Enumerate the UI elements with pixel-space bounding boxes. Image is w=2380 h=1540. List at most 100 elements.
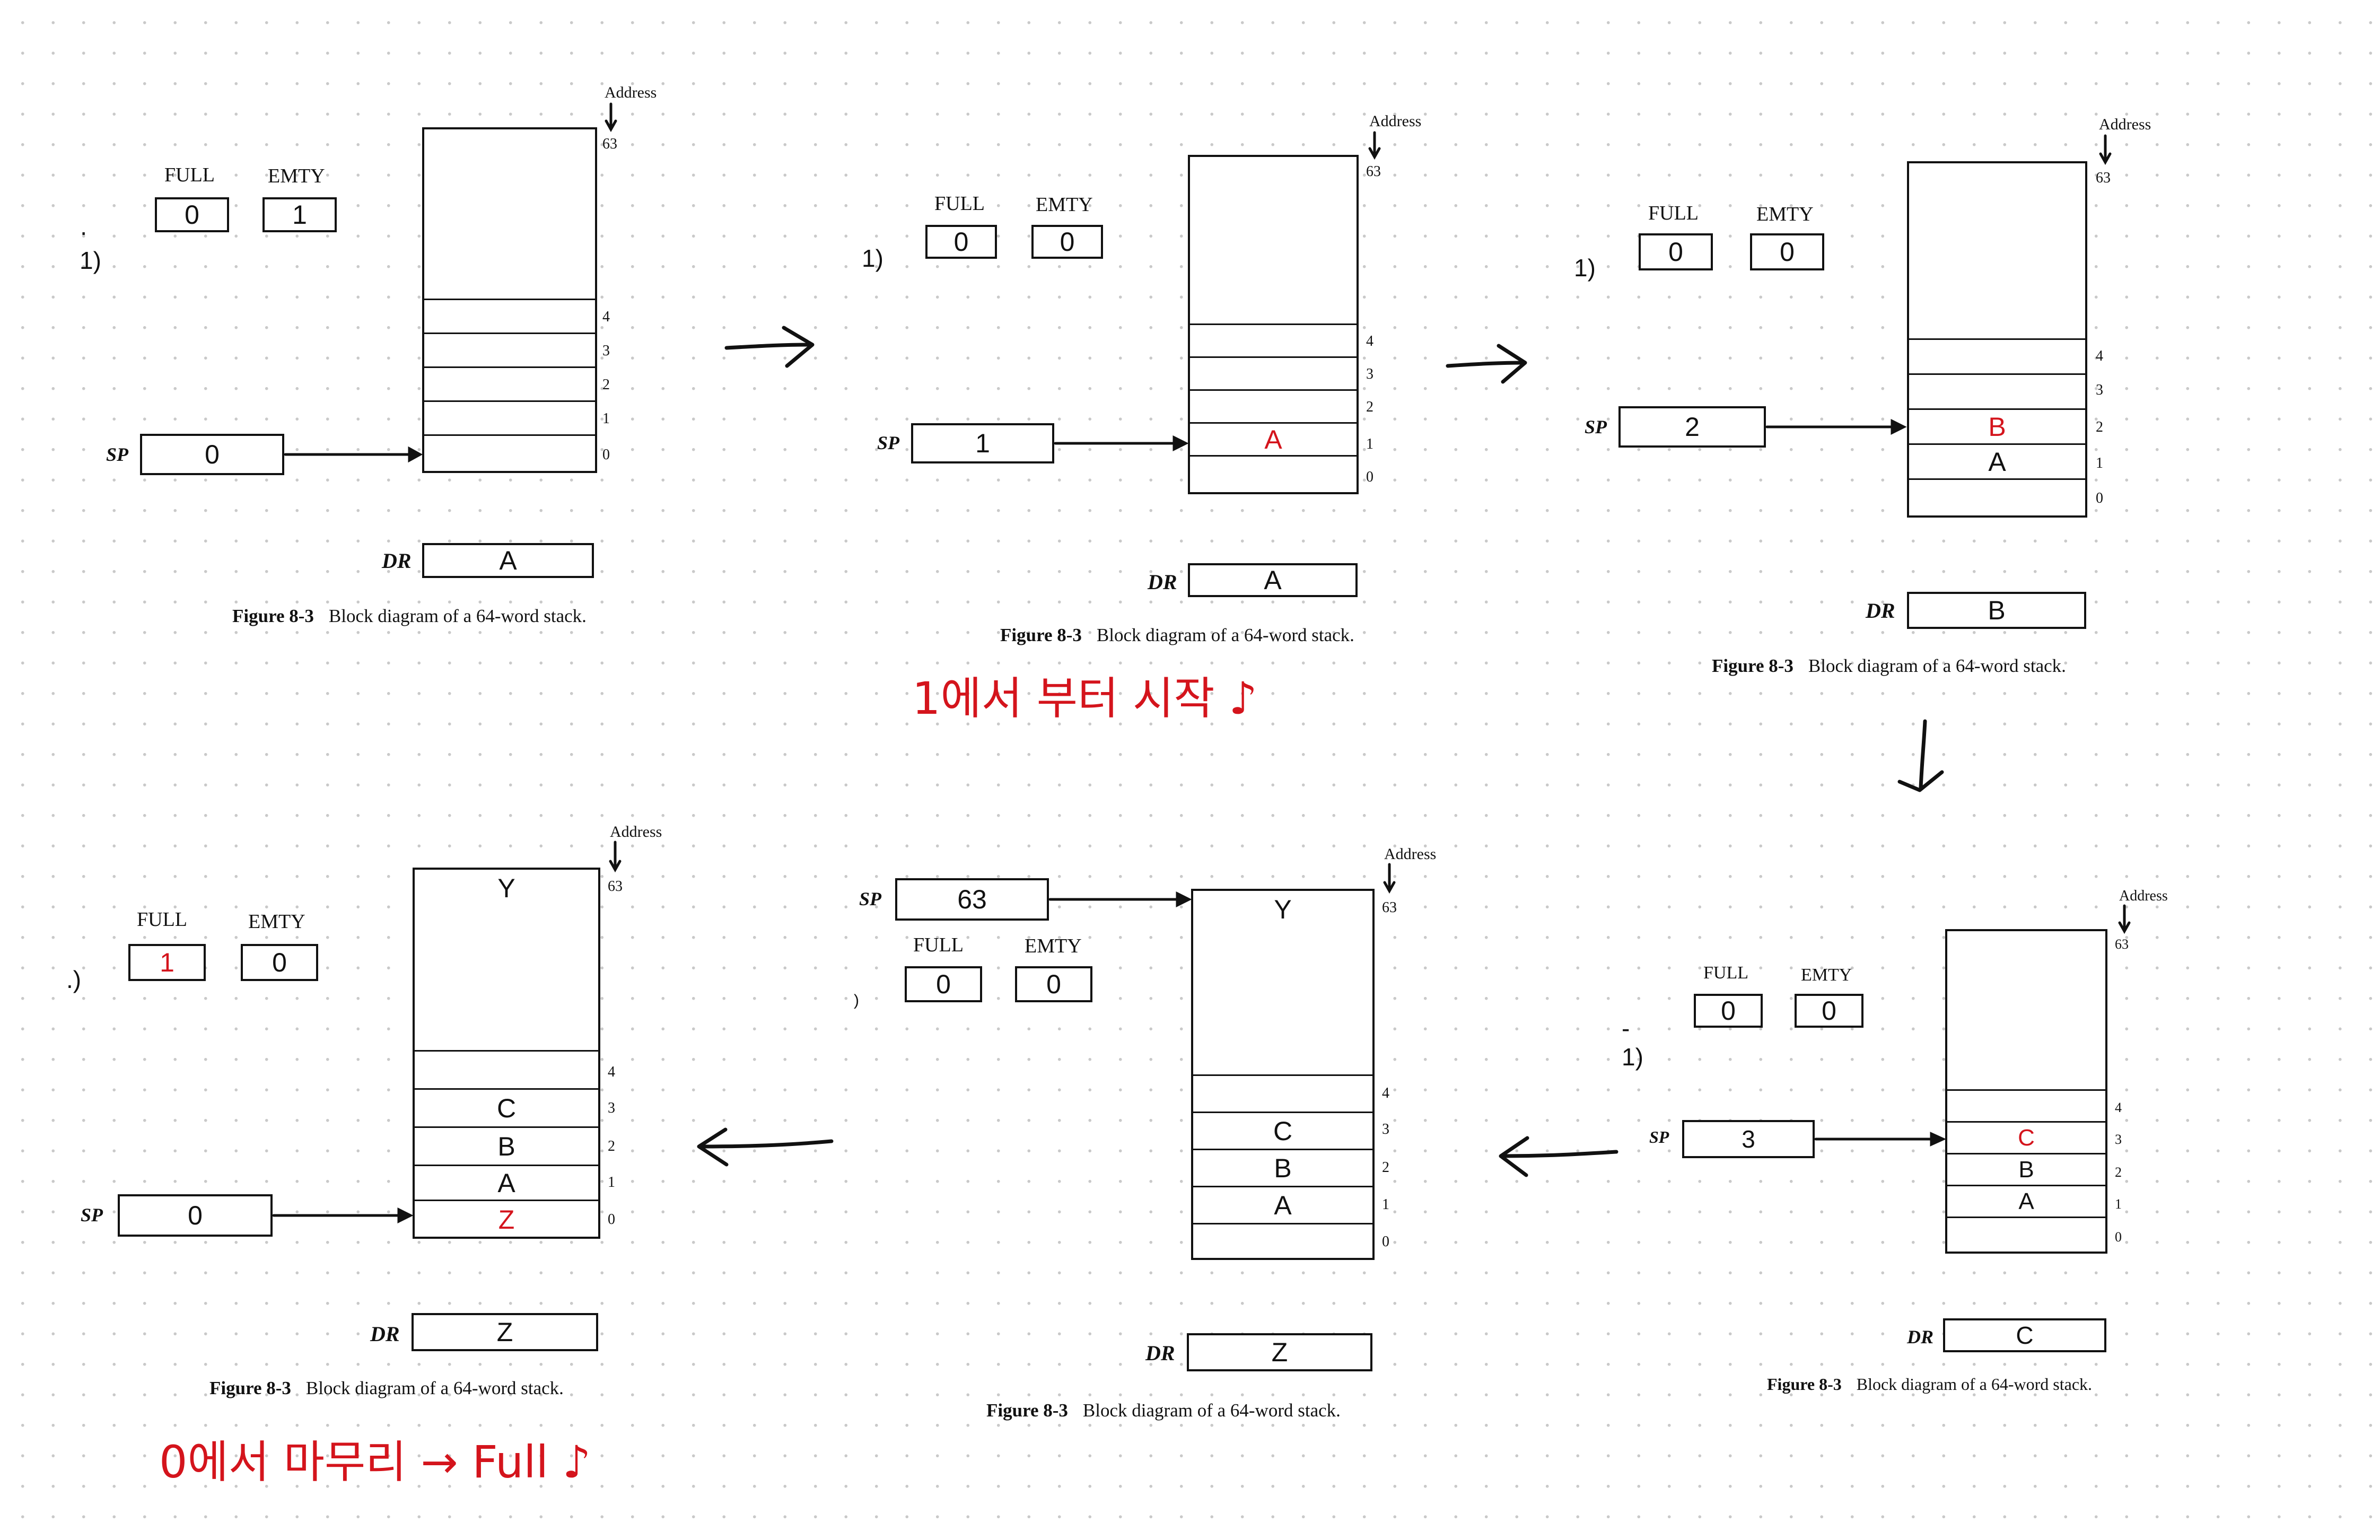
addr-4: 4 (2096, 348, 2103, 364)
addr-63: 63 (608, 878, 623, 895)
address-label: Address (2099, 116, 2151, 133)
cell-4 (415, 1050, 598, 1088)
finish-note: 0에서 마무리 → Full ♪ (159, 1436, 591, 1488)
addr-2: 2 (608, 1138, 615, 1154)
cell-4 (1193, 1074, 1372, 1112)
sp-register-box: 1 (911, 423, 1054, 463)
addr-1: 1 (1366, 436, 1373, 452)
addr-2: 2 (602, 377, 610, 393)
empty-label: EMTY (1756, 203, 1814, 225)
cell-2: B (1947, 1153, 2105, 1185)
addr-4: 4 (1382, 1085, 1389, 1101)
address-arrow (1383, 863, 1396, 894)
cell-0 (1909, 478, 2085, 517)
cell-0 (1193, 1223, 1372, 1259)
addr-3: 3 (1366, 366, 1373, 382)
sp-label: SP (81, 1204, 103, 1226)
sp-pointer-arrow (1765, 418, 1907, 435)
addr-1: 1 (2096, 455, 2103, 471)
addr-63: 63 (602, 136, 617, 152)
cell-2 (1190, 389, 1357, 422)
address-label: Address (1369, 112, 1422, 130)
cell-2: B (1909, 408, 2085, 443)
cell-63: Y (497, 873, 515, 903)
cell-2: B (1193, 1149, 1372, 1186)
addr-1: 1 (602, 410, 610, 427)
cell-0 (1947, 1217, 2105, 1252)
cell-1 (424, 400, 595, 434)
dr-label: DR (1866, 599, 1895, 623)
flow-arrow-4-to-5 (1499, 1136, 1618, 1177)
empty-flag-box: 1 (262, 197, 337, 232)
sp-register-box: 63 (895, 878, 1049, 921)
dr-label: DR (1148, 570, 1177, 594)
full-flag-box: 0 (155, 197, 229, 232)
memory-stack: C B A (1945, 929, 2107, 1254)
addr-63: 63 (2115, 937, 2129, 952)
cell-3 (1190, 356, 1357, 389)
cell-4 (1947, 1089, 2105, 1121)
full-label: FULL (934, 192, 985, 215)
cell-0 (424, 434, 595, 471)
empty-flag-box: 0 (1750, 233, 1824, 270)
full-flag-box: 1 (128, 944, 206, 981)
address-arrow (2099, 134, 2112, 165)
memory-stack: Y C B A Z (413, 868, 600, 1239)
addr-3: 3 (2115, 1132, 2122, 1147)
sp-label: SP (1585, 416, 1607, 438)
addr-1: 1 (2115, 1196, 2122, 1212)
sp-label: SP (877, 432, 900, 453)
addr-4: 4 (608, 1064, 615, 1080)
memory-stack: Y C B A (1191, 889, 1375, 1260)
cell-0: Z (415, 1200, 598, 1238)
addr-3: 3 (608, 1100, 615, 1116)
address-label: Address (1384, 845, 1437, 863)
dr-label: DR (1907, 1326, 1934, 1348)
cell-3 (1909, 373, 2085, 408)
cell-3 (424, 332, 595, 366)
sp-pointer-arrow (272, 1207, 414, 1224)
addr-4: 4 (602, 309, 610, 325)
step-label: .) (66, 966, 82, 993)
addr-3: 3 (2096, 382, 2103, 398)
start-note: 1에서 부터 시작 ♪ (912, 672, 1257, 724)
cell-3: C (415, 1088, 598, 1126)
dr-label: DR (370, 1322, 400, 1346)
sp-label: SP (859, 888, 882, 909)
address-arrow (605, 102, 617, 133)
empty-label: EMTY (268, 165, 325, 187)
step-label: 1) (1574, 254, 1596, 282)
addr-2: 2 (1382, 1159, 1389, 1176)
sp-pointer-arrow (284, 446, 423, 463)
addr-63: 63 (2096, 170, 2111, 186)
step-label: · 1) (80, 218, 101, 274)
sp-pointer-arrow (1054, 435, 1189, 452)
cell-4 (1190, 323, 1357, 356)
cell-1: A (1909, 443, 2085, 478)
addr-0: 0 (1366, 469, 1373, 485)
flow-arrow-2-to-3 (1446, 344, 1527, 384)
addr-2: 2 (2096, 419, 2103, 435)
empty-flag-box: 0 (1015, 966, 1092, 1002)
addr-4: 4 (2115, 1100, 2122, 1115)
cell-1: A (1193, 1186, 1372, 1223)
step-label: ) (854, 992, 859, 1009)
empty-label: EMTY (1036, 194, 1093, 216)
dr-register-box: C (1943, 1318, 2106, 1352)
full-flag-box: 0 (1694, 994, 1763, 1028)
flow-arrow-5-to-6 (697, 1127, 834, 1167)
dr-register-box: Z (412, 1313, 598, 1351)
address-arrow (1368, 131, 1381, 160)
addr-0: 0 (2115, 1229, 2122, 1245)
addr-2: 2 (2115, 1165, 2122, 1180)
sp-register-box: 2 (1618, 406, 1766, 448)
sp-pointer-arrow (1048, 891, 1192, 908)
step-label: 1) (862, 244, 883, 272)
dr-register-box: Z (1187, 1333, 1372, 1371)
empty-label: EMTY (1025, 935, 1082, 957)
memory-stack: B A (1907, 161, 2087, 518)
addr-2: 2 (1366, 399, 1373, 415)
addr-0: 0 (602, 447, 610, 463)
